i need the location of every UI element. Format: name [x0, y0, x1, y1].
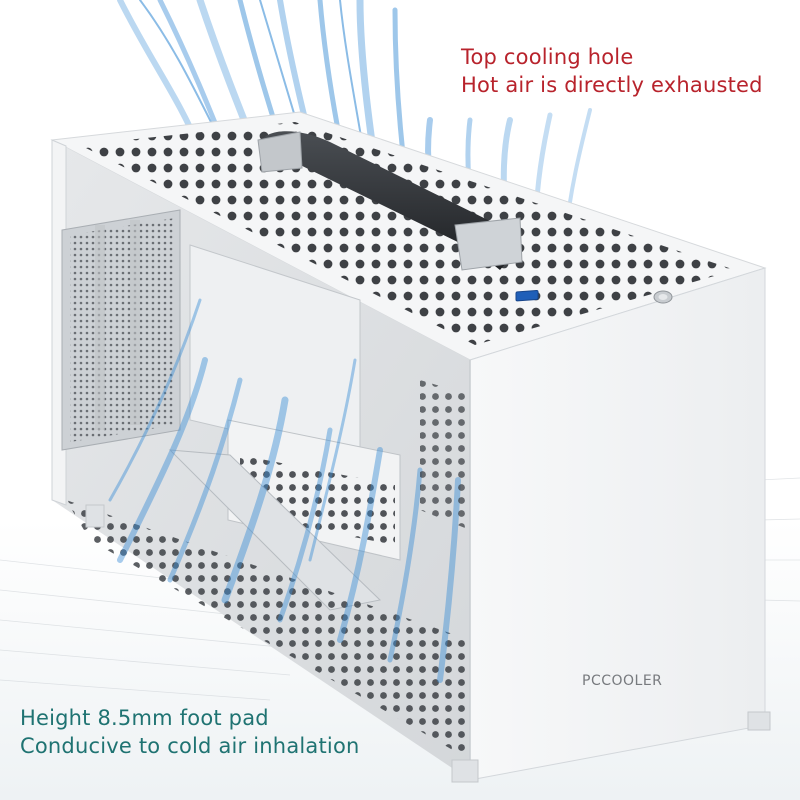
- top-cooling-caption: Top cooling hole Hot air is directly exh…: [461, 44, 763, 100]
- bottom-caption-line-2: Conducive to cold air inhalation: [20, 733, 360, 758]
- pcie-slot-covers: [61, 209, 181, 451]
- usb-port: [515, 289, 539, 302]
- floor-airflow-lines: [0, 477, 800, 701]
- top-caption-line-1: Top cooling hole: [461, 45, 634, 69]
- foot-pad-front-left: [451, 759, 479, 783]
- bottom-caption-line-1: Height 8.5mm foot pad: [20, 706, 269, 730]
- bottom-vent-holes: [66, 500, 470, 760]
- drive-bracket: [168, 244, 401, 611]
- carry-handle: [257, 131, 523, 271]
- brand-logo: PCCOOLER: [582, 673, 663, 689]
- top-vent-holes: [80, 122, 735, 345]
- side-vent-holes: [420, 380, 470, 530]
- top-caption-line-2: Hot air is directly exhausted: [461, 72, 763, 97]
- power-button: [653, 290, 673, 304]
- foot-pad-caption: Height 8.5mm foot pad Conducive to cold …: [20, 705, 360, 761]
- foot-pad-rear: [85, 504, 105, 528]
- foot-pad-front-right: [747, 711, 771, 731]
